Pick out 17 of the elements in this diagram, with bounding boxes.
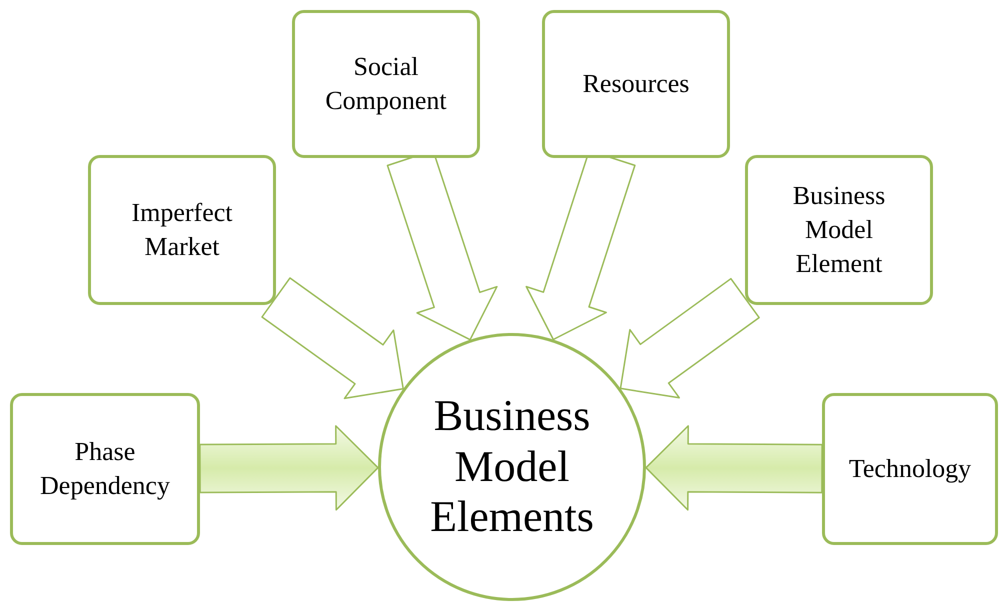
rounded-box (822, 393, 998, 545)
block-arrow (261, 277, 404, 400)
node-label: Social Component (324, 51, 448, 117)
node-label: Business Model Element (792, 180, 886, 280)
node-label: Phase Dependency (39, 436, 171, 502)
node-label: Business Model Elements (429, 391, 595, 543)
node-label: Imperfect Market (130, 197, 234, 263)
block-arrow (199, 425, 379, 511)
rounded-box (542, 10, 730, 158)
block-arrow (620, 278, 760, 398)
rounded-box (292, 10, 480, 158)
block-arrow (645, 425, 823, 511)
rounded-box (10, 393, 200, 545)
node-label: Technology (848, 453, 972, 486)
node-label: Resources (582, 68, 690, 100)
rounded-box (88, 155, 276, 305)
rounded-box (745, 155, 933, 305)
